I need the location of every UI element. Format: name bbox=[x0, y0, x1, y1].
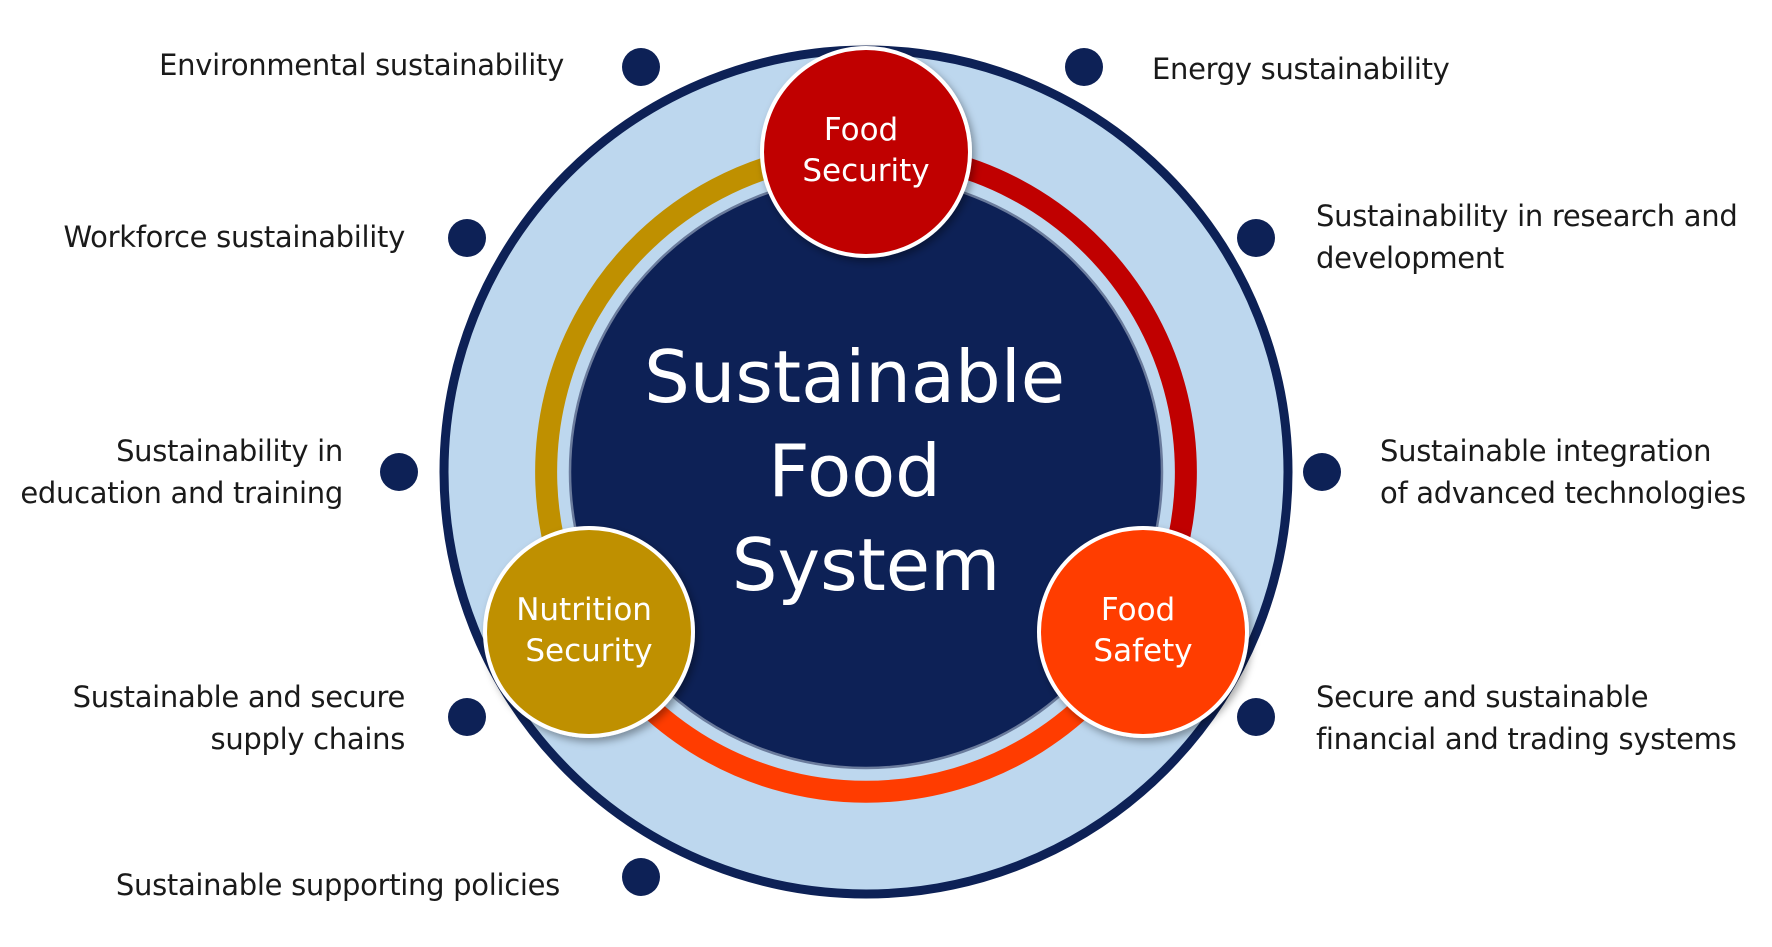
pillar-nutrition-security: Nutrition Security bbox=[483, 526, 695, 738]
ring-node-financial-trading-systems bbox=[1237, 698, 1275, 736]
ring-node-workforce-sustainability bbox=[448, 219, 486, 257]
ring-node-education-and-training bbox=[380, 453, 418, 491]
label-supply-chains: Sustainable and secure supply chains bbox=[72, 680, 406, 756]
ring-node-supply-chains bbox=[448, 698, 486, 736]
center-title-line-2: Food bbox=[768, 429, 941, 513]
pillar-nutrition-security-label: Nutrition Security bbox=[516, 592, 662, 669]
label-advanced-technologies: Sustainable integration of advanced tech… bbox=[1380, 434, 1746, 510]
center-title: Sustainable Food System bbox=[644, 335, 1088, 607]
label-supporting-policies: Sustainable supporting policies bbox=[115, 868, 560, 902]
label-research-and-development: Sustainability in research and developme… bbox=[1316, 199, 1738, 275]
ring-node-research-and-development bbox=[1237, 219, 1275, 257]
ring-node-environmental-sustainability bbox=[622, 48, 660, 86]
pillar-food-security-circle bbox=[760, 46, 972, 258]
ring-node-supporting-policies bbox=[622, 858, 660, 896]
pillar-food-security: Food Security bbox=[760, 46, 972, 258]
center-title-line-1: Sustainable bbox=[644, 335, 1065, 419]
pillar-food-security-label: Food Security bbox=[802, 112, 929, 189]
label-energy-sustainability: Energy sustainability bbox=[1152, 52, 1450, 86]
center-title-line-3: System bbox=[732, 523, 1001, 607]
pillar-food-safety-circle bbox=[1037, 526, 1249, 738]
ring-node-energy-sustainability bbox=[1065, 48, 1103, 86]
label-workforce-sustainability: Workforce sustainability bbox=[63, 220, 405, 254]
label-financial-trading-systems: Secure and sustainable financial and tra… bbox=[1316, 680, 1737, 756]
ring-nodes bbox=[380, 48, 1341, 896]
label-education-and-training: Sustainability in education and training bbox=[20, 434, 343, 510]
pillar-nutrition-security-circle bbox=[483, 526, 695, 738]
pillar-food-safety-label: Food Safety bbox=[1093, 592, 1192, 669]
ring-node-advanced-technologies bbox=[1303, 453, 1341, 491]
pillar-food-safety: Food Safety bbox=[1037, 526, 1249, 738]
label-environmental-sustainability: Environmental sustainability bbox=[159, 48, 564, 82]
